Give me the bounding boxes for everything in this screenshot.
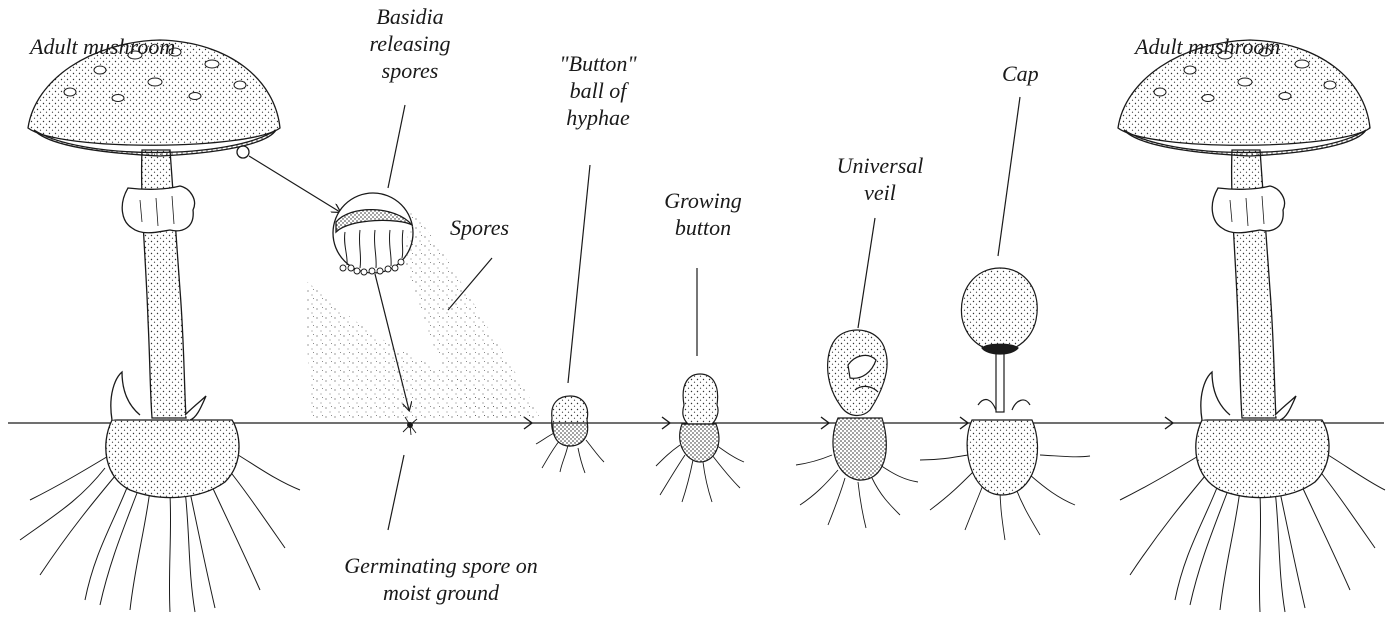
leader-germinating [388,455,404,530]
label-universal-veil: Universal veil [820,152,940,206]
growing-button-stage [656,374,744,502]
basidia-magnifier [333,193,413,275]
label-basidia-releasing-spores: Basidia releasing spores [355,3,465,84]
label-line: hyphae [548,104,648,131]
label-adult-mushroom-right: Adult mushroom [1135,33,1280,60]
label-line: Germinating spore on [326,552,556,579]
label-line: veil [820,179,940,206]
label-line: Universal [820,152,940,179]
label-line: ball of [548,77,648,104]
label-growing-button: Growing button [648,187,758,241]
label-line: moist ground [326,579,556,606]
adult-mushroom-right [1118,40,1385,612]
adult-mushroom-left [20,40,300,612]
label-line: "Button" [548,50,648,77]
label-spores: Spores [450,214,509,241]
pointer-gill-to-basidia [249,156,340,212]
label-line: Growing [648,187,758,214]
germinating-spore [403,417,417,435]
volva [106,420,239,498]
label-cap: Cap [1002,60,1039,87]
gill-detail-circle [237,146,249,158]
leader-cap [998,97,1020,256]
cap-stage [920,268,1090,540]
leader-veil [858,218,875,328]
label-button-ball-of-hyphae: "Button" ball of hyphae [548,50,648,131]
label-line: spores [355,57,465,84]
label-germinating-spore: Germinating spore on moist ground [326,552,556,606]
leader-basidia [388,105,405,188]
label-line: Basidia [355,3,465,30]
label-line: releasing [355,30,465,57]
label-line: button [648,214,758,241]
universal-veil-stage [796,330,918,528]
label-adult-mushroom-left: Adult mushroom [30,33,175,60]
leader-button [568,165,590,383]
button-stage [536,396,604,473]
